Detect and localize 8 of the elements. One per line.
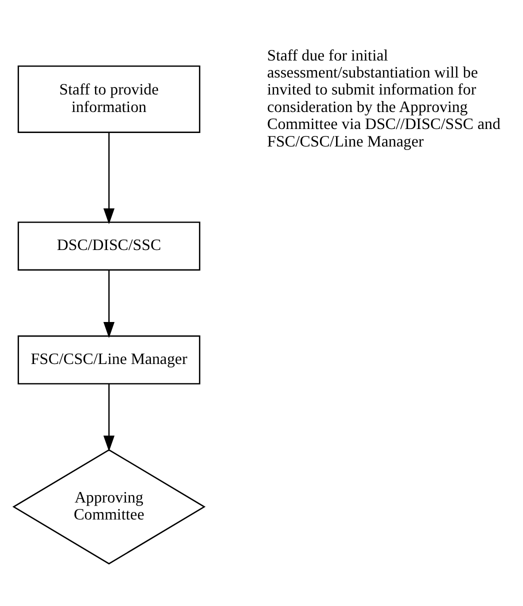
arrow <box>103 132 115 224</box>
node-box: DSC/DISC/SSC <box>18 222 200 271</box>
arrow <box>103 384 115 452</box>
arrow <box>103 270 115 338</box>
node-box: Staff to provide information <box>18 65 200 133</box>
label: Staff due for initial assessment/substantiation will be invited to submit information for consideration by the Approving Committee via DSC//DISC/SSC and FSC/CSC/Line Manager <box>267 47 500 150</box>
node-box: FSC/CSC/Line Manager <box>18 335 200 384</box>
node-diamond: Approving Committee <box>12 449 206 564</box>
